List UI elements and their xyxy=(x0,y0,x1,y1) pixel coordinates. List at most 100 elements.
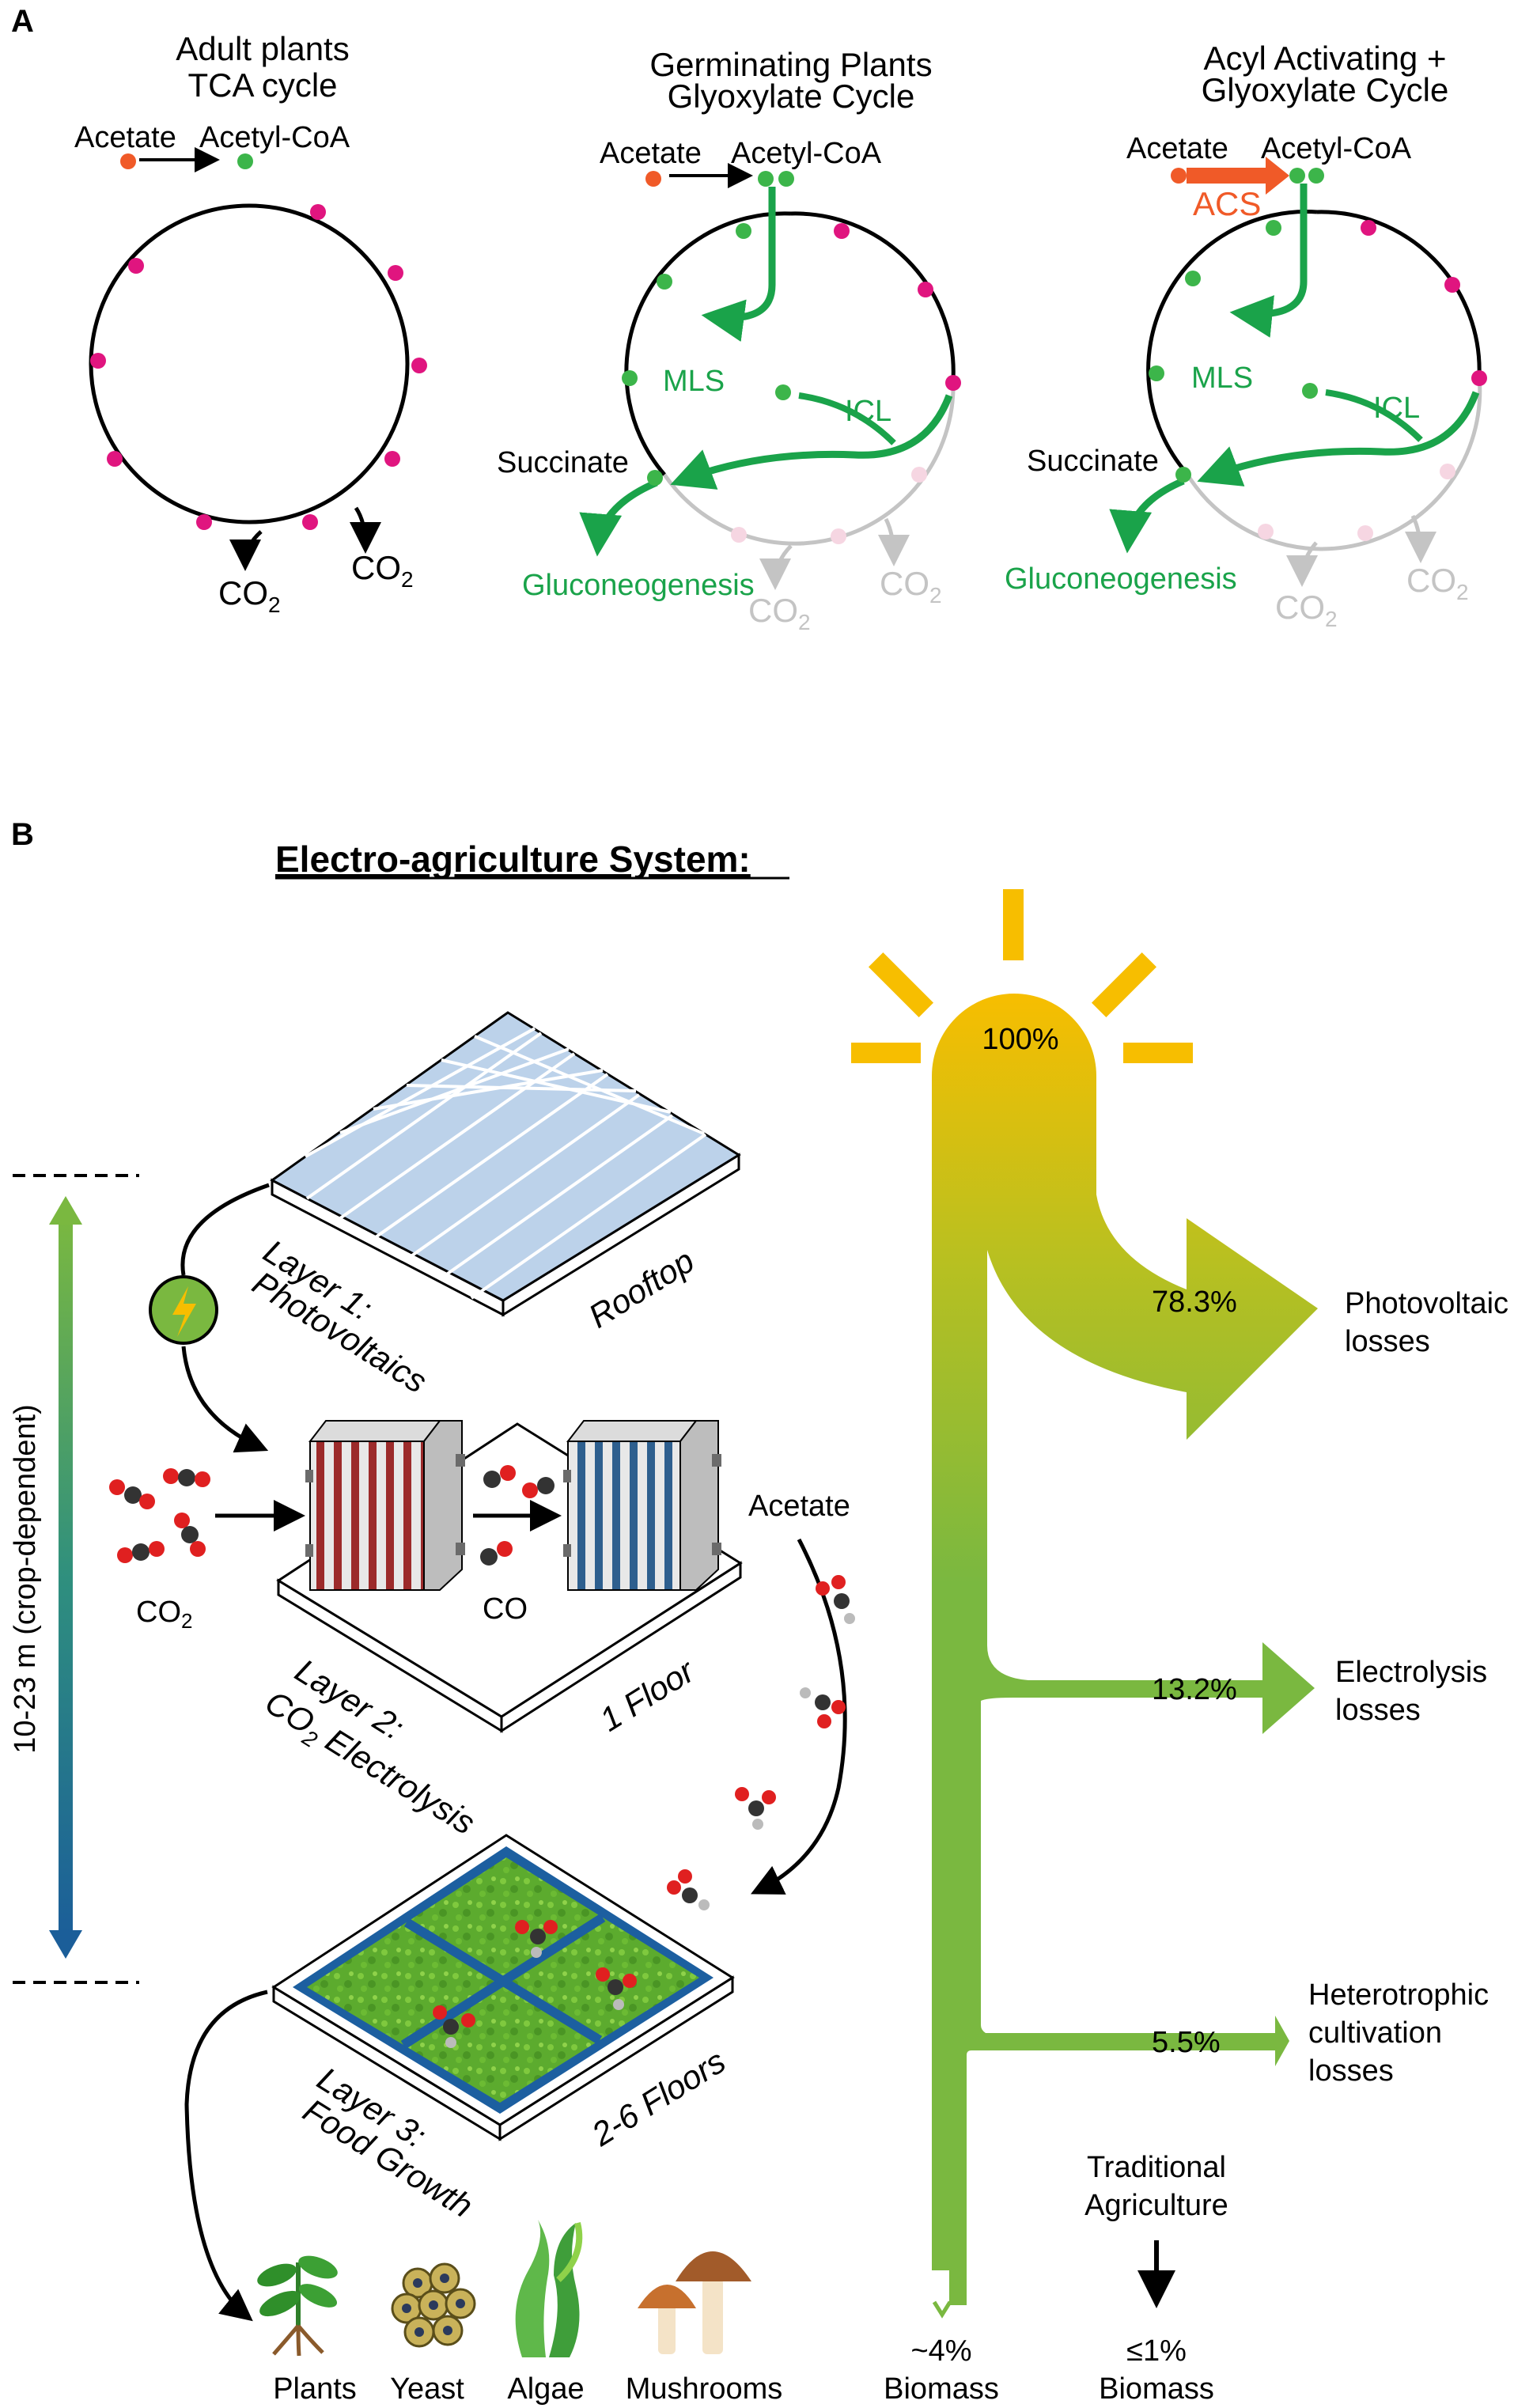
acyl-green-nodes xyxy=(1149,220,1318,483)
traditional-percent: ≤1% xyxy=(1126,2334,1187,2368)
tca-co2-left: CO2 xyxy=(218,574,281,617)
acetate-transfer xyxy=(667,1538,855,1910)
co2-molecules xyxy=(109,1468,210,1563)
glyoxylate-grey-arc xyxy=(662,379,956,546)
acyl-black-arc-left xyxy=(1146,210,1318,475)
glyoxylate-icl-label: ICL xyxy=(845,395,891,428)
tca-cycle-ring xyxy=(89,203,410,524)
photovoltaic-loss-line2: losses xyxy=(1345,1325,1430,1358)
output-algae: Algae xyxy=(507,2372,584,2406)
traditional-line2: Agriculture xyxy=(1084,2189,1228,2222)
tca-title-line2: TCA cycle xyxy=(187,66,337,104)
acyl-acetyl-coa-node-1 xyxy=(1289,168,1305,184)
acyl-acetyl-coa-label: Acetyl-CoA xyxy=(1261,132,1412,165)
electrolysis-loss-percent: 13.2% xyxy=(1152,1673,1237,1706)
biomass-percent: ~4% xyxy=(910,2334,971,2368)
tca-cycle: Adult plants TCA cycle Acetate Acetyl-Co… xyxy=(74,30,427,617)
glyoxylate-acetyl-coa-node-2 xyxy=(778,171,794,187)
panel-b-label: B xyxy=(11,817,34,852)
glyoxylate-cycle: Germinating Plants Glyoxylate Cycle Acet… xyxy=(497,46,961,634)
traditional-biomass: Biomass xyxy=(1099,2372,1214,2406)
mushroom-icon xyxy=(638,2251,751,2354)
food-output-arrow xyxy=(184,1990,268,2322)
acyl-title-line2: Glyoxylate Cycle xyxy=(1202,71,1449,108)
acyl-succinate-label: Succinate xyxy=(1027,445,1159,478)
lightning-bolt-icon xyxy=(172,1286,196,1337)
input-percent: 100% xyxy=(982,1023,1058,1056)
glyoxylate-succinate-label: Succinate xyxy=(497,446,629,479)
acyl-black-arc-right xyxy=(1316,210,1482,377)
panel-a-label: A xyxy=(11,4,34,39)
cultivation-loss-line1: Heterotrophic xyxy=(1308,1978,1489,2012)
traditional-line1: Traditional xyxy=(1087,2151,1226,2184)
layer3-food-growth: Layer 3: Food Growth 2-6 Floors xyxy=(271,1834,735,2224)
glyoxylate-gluconeogenesis-label: Gluconeogenesis xyxy=(522,569,755,602)
glyoxylate-black-arc-left xyxy=(624,211,792,476)
output-mushrooms: Mushrooms xyxy=(626,2372,783,2406)
height-arrow-down xyxy=(49,1930,82,1959)
co-molecules xyxy=(480,1465,555,1566)
photovoltaic-loss-percent: 78.3% xyxy=(1152,1285,1237,1319)
glyoxylate-acetate-label: Acetate xyxy=(600,137,702,170)
electrolysis-loss-line2: losses xyxy=(1335,1694,1421,1727)
glyoxylate-acetyl-coa-label: Acetyl-CoA xyxy=(731,137,882,170)
acyl-mls-label: MLS xyxy=(1191,362,1253,395)
acyl-glyoxylate-cycle: Acyl Activating + Glyoxylate Cycle Aceta… xyxy=(1005,40,1487,631)
biomass-label: Biomass xyxy=(884,2372,999,2406)
glyoxylate-acetate-node xyxy=(645,171,661,187)
glyoxylate-green-nodes xyxy=(622,223,791,486)
output-yeast: Yeast xyxy=(390,2372,464,2406)
algae-icon xyxy=(515,2220,583,2357)
height-label: 10-23 m (crop-dependent) xyxy=(9,1404,42,1753)
tca-acetyl-coa-label: Acetyl-CoA xyxy=(199,121,350,154)
acyl-co2-branches xyxy=(1286,514,1436,587)
co-label: CO xyxy=(483,1592,528,1626)
acyl-acetate-label: Acetate xyxy=(1126,132,1228,165)
acyl-grey-arc xyxy=(1184,376,1482,551)
tca-acetate-node xyxy=(120,153,136,169)
growth-acetate-molecules xyxy=(433,1920,637,2048)
acs-thick-arrow xyxy=(1187,157,1289,195)
glyoxylate-magenta-nodes xyxy=(834,223,961,391)
tca-co2-branches xyxy=(229,506,381,571)
acyl-title-line1: Acyl Activating + xyxy=(1204,40,1447,77)
height-bar xyxy=(59,1218,73,1938)
output-plants: Plants xyxy=(273,2372,357,2406)
acyl-magenta-nodes xyxy=(1361,220,1487,386)
acetate-label: Acetate xyxy=(748,1490,850,1523)
glyoxylate-mls-label: MLS xyxy=(663,365,725,398)
glyoxylate-co2-branches xyxy=(759,517,910,590)
acyl-bypass-arrows xyxy=(1109,184,1480,554)
cultivation-loss-percent: 5.5% xyxy=(1152,2026,1221,2059)
acyl-acetyl-coa-node-2 xyxy=(1308,168,1324,184)
sankey-flow xyxy=(932,994,1318,2305)
energy-sankey: 100% 78.3% Photovoltaic losses 13.2% Ele… xyxy=(851,889,1508,2406)
cultivation-loss-line3: losses xyxy=(1308,2054,1394,2088)
glyoxylate-title-line1: Germinating Plants xyxy=(649,46,932,83)
plant-icon xyxy=(257,2255,338,2357)
acyl-faded-nodes xyxy=(1258,464,1455,541)
acyl-co2-left: CO2 xyxy=(1275,589,1338,631)
tca-title-line1: Adult plants xyxy=(176,30,349,67)
electrolysis-loss-line1: Electrolysis xyxy=(1335,1656,1487,1689)
glyoxylate-acetyl-coa-node-1 xyxy=(758,171,774,187)
tca-acetyl-coa-node xyxy=(237,153,253,169)
acyl-gluconeogenesis-label: Gluconeogenesis xyxy=(1005,562,1237,596)
glyoxylate-bypass-arrows xyxy=(579,187,953,557)
cultivation-loss-line2: cultivation xyxy=(1308,2016,1442,2050)
glyoxylate-co2-right: CO2 xyxy=(880,565,942,608)
tca-co2-right: CO2 xyxy=(351,549,414,592)
co2-label: CO2 xyxy=(136,1596,192,1633)
biomass-arrowhead xyxy=(932,2300,952,2319)
tca-acetate-label: Acetate xyxy=(74,121,176,154)
height-indicator: 10-23 m (crop-dependent) xyxy=(9,1174,139,1984)
glyoxylate-faded-nodes xyxy=(731,467,927,544)
co-electrolyzer xyxy=(567,1441,681,1591)
acs-label: ACS xyxy=(1193,185,1261,222)
sun-rays xyxy=(851,889,1193,1063)
electro-agriculture-heading: Electro-agriculture System: xyxy=(275,839,751,880)
acyl-co2-right: CO2 xyxy=(1406,562,1469,604)
photovoltaic-loss-line1: Photovoltaic xyxy=(1345,1287,1508,1320)
glyoxylate-co2-left: CO2 xyxy=(748,592,811,634)
glyoxylate-title-line2: Glyoxylate Cycle xyxy=(668,78,915,115)
